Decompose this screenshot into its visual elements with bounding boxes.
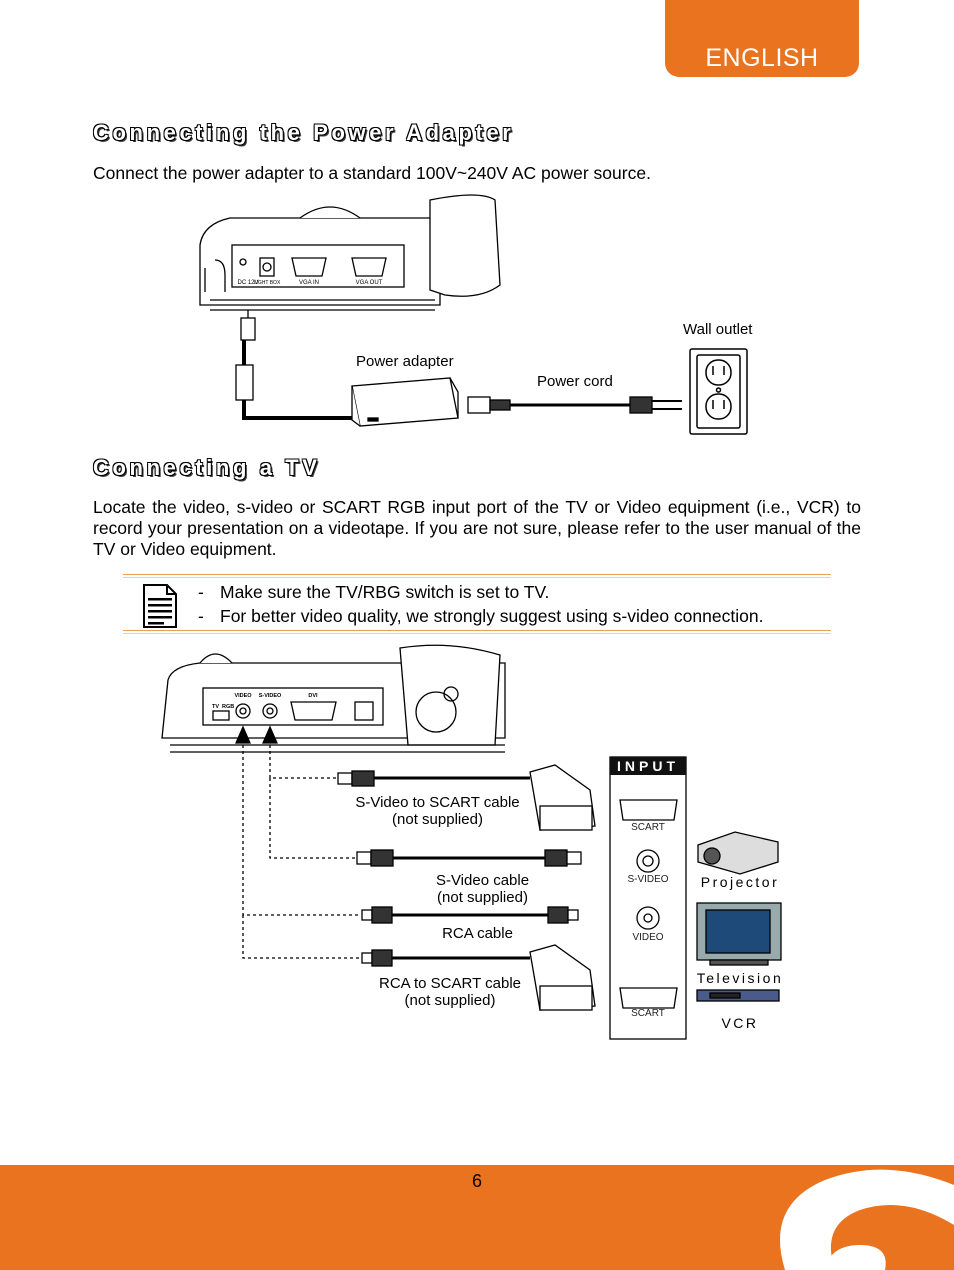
section-title-power: Connecting the Power Adapter — [93, 120, 515, 145]
vcr-label: VCR — [721, 1015, 759, 1031]
note-box: -Make sure the TV/RBG switch is set to T… — [123, 574, 831, 634]
panel-label-vga-out: VGA OUT — [356, 280, 383, 286]
projector-label: Projector — [700, 874, 780, 890]
rca-cable — [361, 906, 579, 924]
wall-outlet-illustration — [689, 348, 748, 435]
input-panel — [609, 756, 687, 1040]
note-item: -For better video quality, we strongly s… — [198, 606, 764, 626]
language-label: ENGLISH — [705, 44, 819, 72]
svideo-cable — [356, 849, 582, 867]
panel-label-lightbox: LIGHT BOX — [254, 280, 281, 286]
input-panel-heading: INPUT — [610, 757, 686, 775]
power-adapter-illustration — [351, 377, 459, 427]
note-icon — [143, 584, 177, 628]
rca-scart-label: RCA to SCART cable(not supplied) — [378, 975, 521, 1009]
language-tab: ENGLISH — [665, 0, 859, 77]
projector-illustration — [697, 831, 779, 875]
panel-label-vga-in: VGA IN — [299, 280, 319, 286]
panel-label-dc12v: DC 12V — [237, 280, 258, 286]
input-port-label: SCART — [631, 822, 665, 833]
note-item: -Make sure the TV/RBG switch is set to T… — [198, 582, 550, 602]
brand-logo-icon — [780, 1169, 954, 1270]
input-port-label: S-VIDEO — [627, 874, 669, 885]
dashed-connection-lines — [242, 745, 360, 959]
power-adapter-label: Power adapter — [356, 353, 454, 370]
note-list: -Make sure the TV/RBG switch is set to T… — [198, 580, 763, 628]
television-illustration — [696, 902, 782, 966]
tv-instructions: Locate the video, s-video or SCART RGB i… — [93, 497, 861, 559]
input-port-label: SCART — [631, 1008, 665, 1019]
panel-label-video: VIDEO — [234, 693, 252, 699]
page-footer — [0, 1165, 954, 1270]
page-number: 6 — [471, 1171, 482, 1191]
input-port-label: VIDEO — [632, 932, 664, 943]
panel-label-rgb: RGB — [222, 704, 234, 710]
power-cord-label: Power cord — [537, 373, 613, 390]
panel-label-svideo: S-VIDEO — [259, 693, 282, 699]
camera-rear-panel-tv — [161, 644, 506, 753]
wall-outlet-label: Wall outlet — [683, 321, 753, 338]
camera-rear-panel-power — [199, 194, 501, 420]
panel-label-tv: TV — [212, 704, 219, 710]
section-title-tv: Connecting a TV — [93, 455, 321, 480]
vcr-illustration — [696, 989, 780, 1002]
power-cord-illustration — [467, 396, 682, 414]
svideo-scart-label: S-Video to SCART cable(not supplied) — [355, 794, 520, 828]
svideo-cable-label: S-Video cable(not supplied) — [435, 872, 530, 906]
panel-label-dvi: DVI — [308, 693, 318, 699]
power-instructions: Connect the power adapter to a standard … — [93, 163, 651, 183]
television-label: Television — [696, 970, 784, 986]
rca-cable-label: RCA cable — [442, 925, 513, 942]
